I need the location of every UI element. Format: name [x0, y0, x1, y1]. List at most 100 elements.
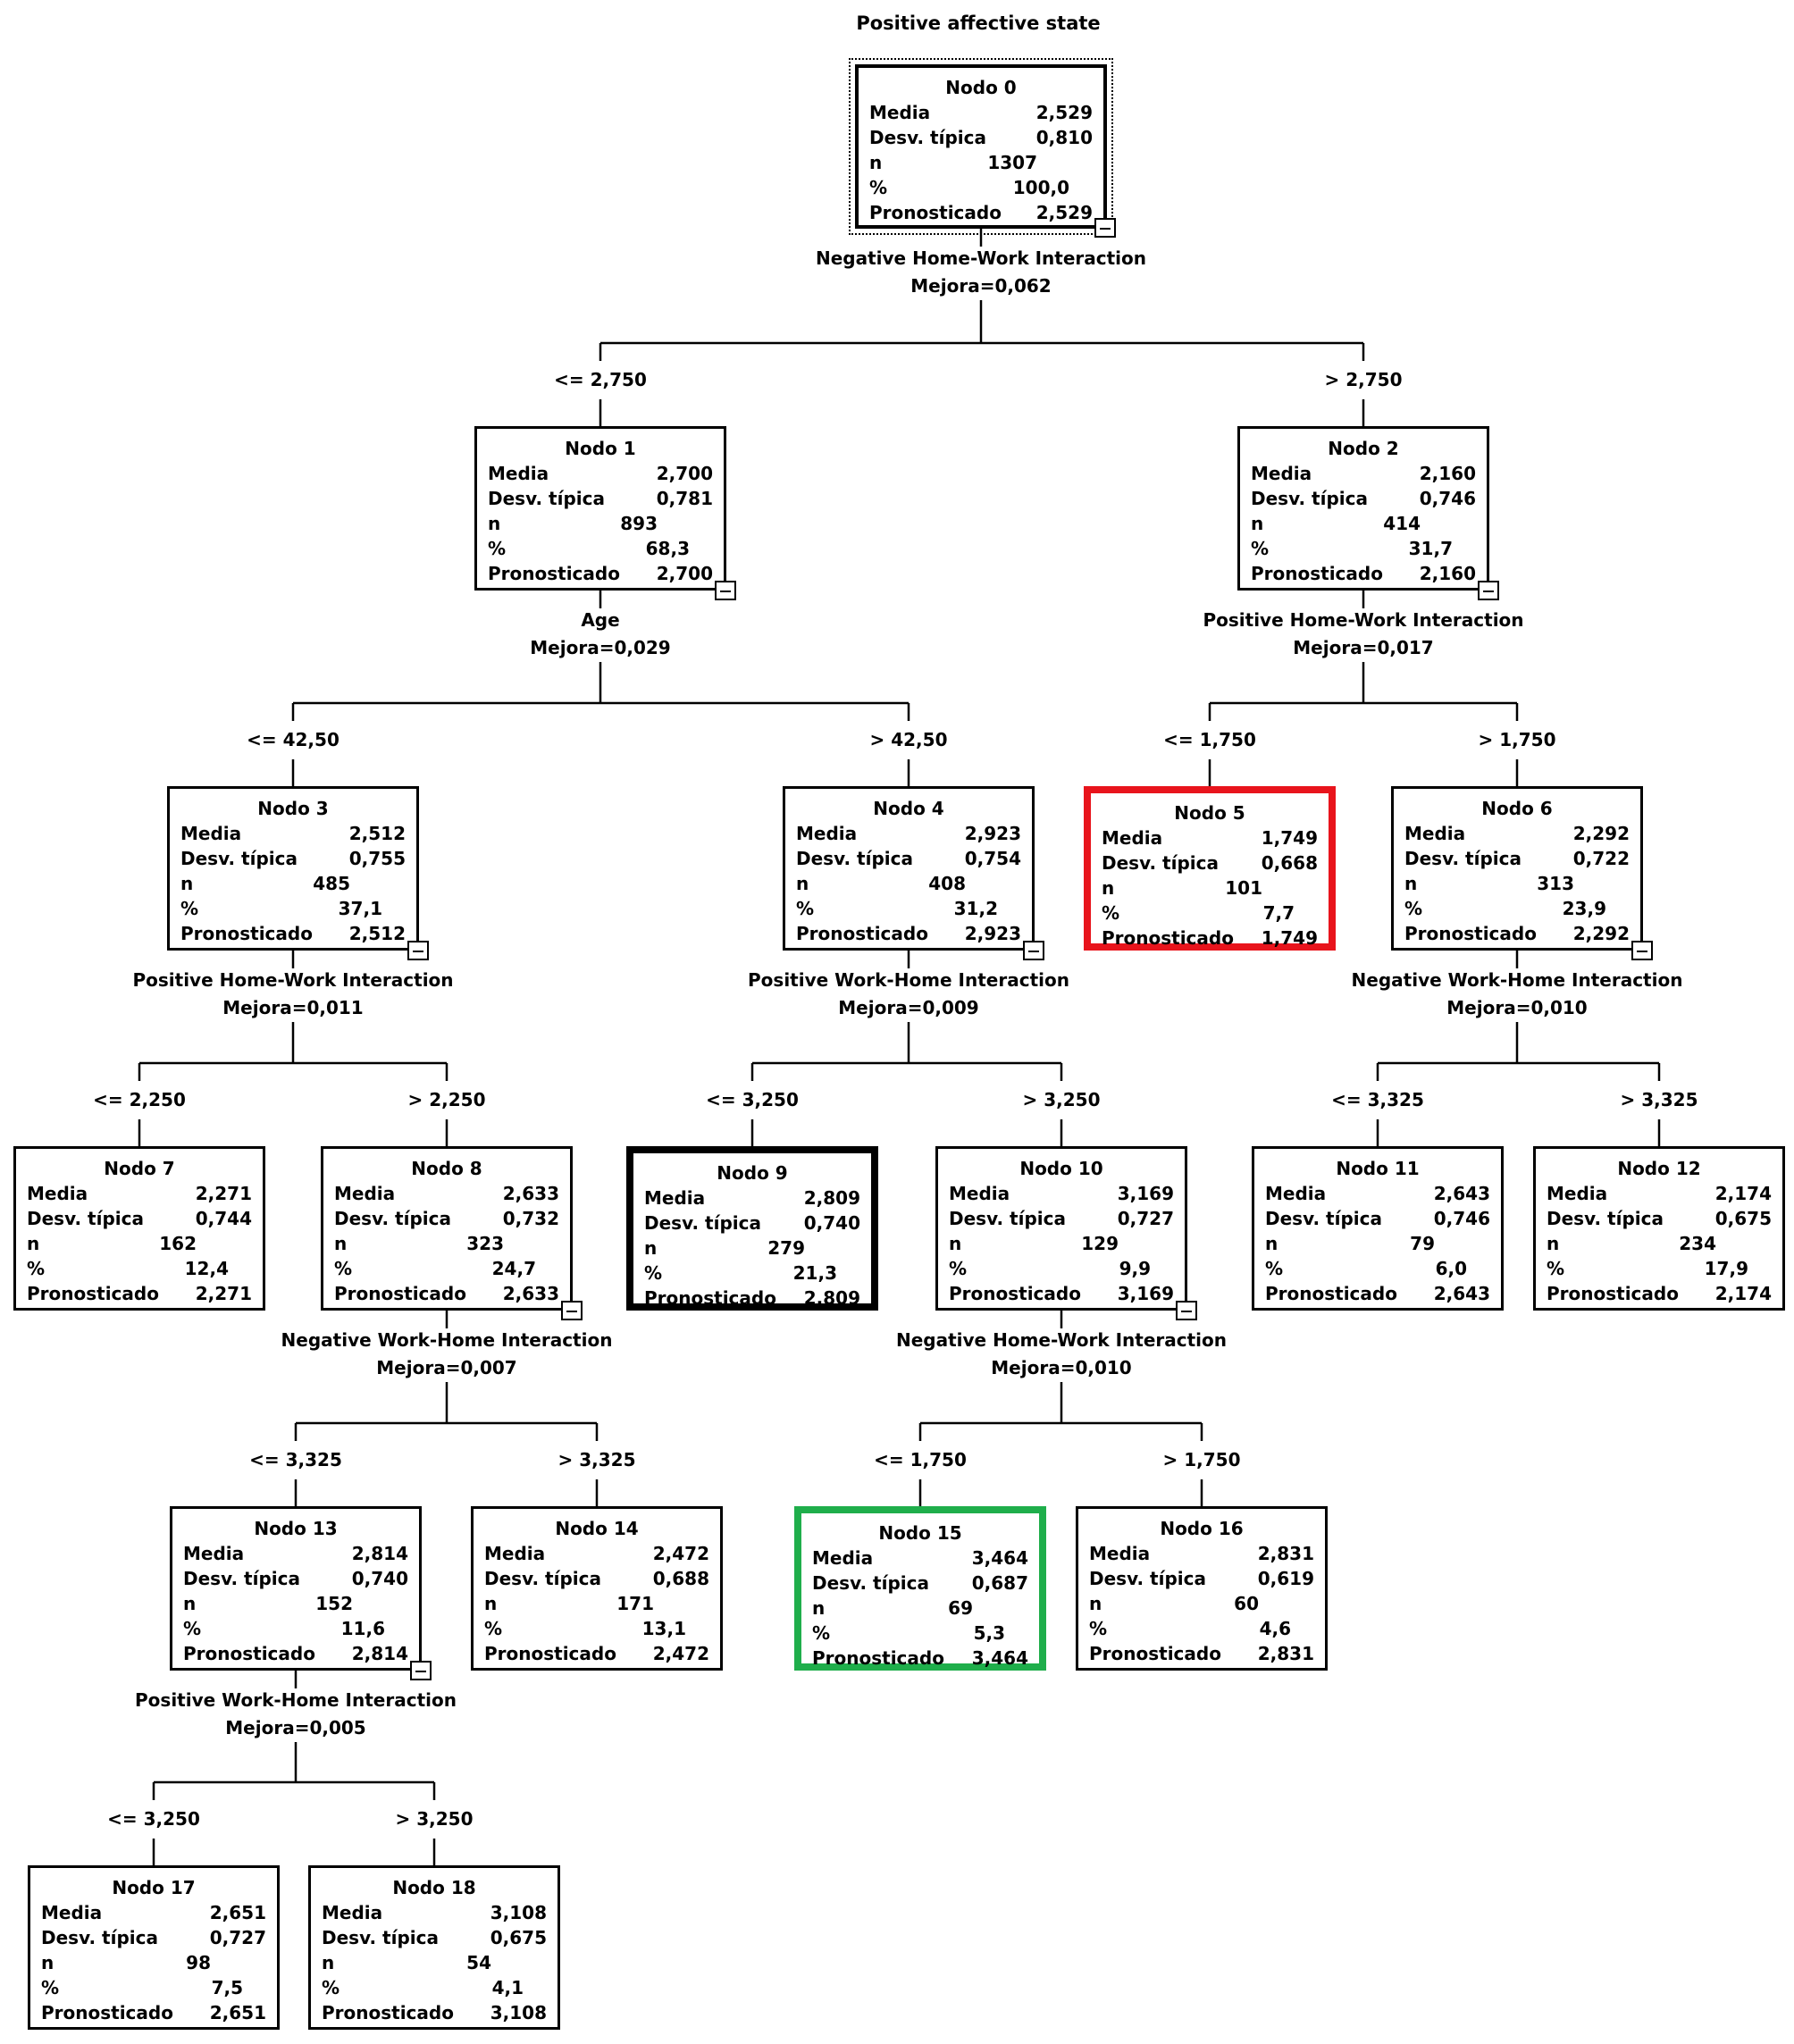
node-row-pron: Pronosticado 2,160: [1251, 561, 1476, 586]
node-value-pct: 37,1: [338, 898, 382, 919]
node-value-pron: 2,512: [348, 923, 406, 944]
node-value-desv: 0,732: [502, 1208, 559, 1229]
node-title: Nodo 3: [257, 798, 329, 819]
branch-condition-right: > 3,250: [395, 1808, 474, 1830]
collapse-toggle-icon[interactable]: [1631, 941, 1653, 960]
node-row-pct: %31,2: [796, 896, 1021, 921]
collapse-toggle-icon[interactable]: [561, 1301, 583, 1320]
node-label-pron: Pronosticado: [27, 1283, 159, 1304]
node-label-desv: Desv. típica: [41, 1927, 158, 1948]
node-label-n: n: [180, 873, 194, 894]
collapse-toggle-icon[interactable]: [410, 1661, 432, 1680]
node-value-n: 54: [466, 1952, 491, 1973]
split-variable: Negative Work-Home Interaction: [281, 1329, 613, 1351]
node-label-n: n: [322, 1952, 335, 1973]
branch-condition-left: <= 42,50: [247, 729, 340, 750]
node-value-media: 2,174: [1714, 1183, 1772, 1204]
split-variable: Negative Home-Work Interaction: [815, 247, 1146, 269]
node-value-pron: 2,160: [1419, 563, 1476, 584]
collapse-toggle-icon[interactable]: [715, 581, 736, 600]
collapse-toggle-icon[interactable]: [1478, 581, 1499, 600]
node-value-media: 2,809: [803, 1187, 860, 1209]
split-improvement: Mejora=0,007: [376, 1357, 517, 1378]
node-label-pct: %: [869, 177, 888, 198]
node-value-pct: 13,1: [641, 1618, 686, 1639]
node-row-pct: %5,3: [812, 1621, 1028, 1646]
node-value-media: 2,700: [656, 463, 713, 484]
split-variable: Positive Home-Work Interaction: [1203, 609, 1524, 631]
node-label-pron: Pronosticado: [1547, 1283, 1679, 1304]
node-label-desv: Desv. típica: [1089, 1568, 1206, 1589]
node-label-n: n: [1251, 513, 1264, 534]
collapse-toggle-icon[interactable]: [1176, 1301, 1197, 1320]
node-value-media: 2,271: [195, 1183, 252, 1204]
node-value-n: 279: [767, 1237, 805, 1259]
node-value-pct: 12,4: [184, 1258, 229, 1279]
node-title: Nodo 6: [1481, 798, 1553, 819]
node-label-n: n: [334, 1233, 348, 1254]
node-label-desv: Desv. típica: [796, 848, 913, 869]
node-label-desv: Desv. típica: [484, 1568, 601, 1589]
collapse-toggle-icon[interactable]: [407, 941, 429, 960]
node-value-desv: 0,744: [195, 1208, 252, 1229]
node-value-pct: 7,5: [211, 1977, 243, 1998]
node-value-media: 3,108: [490, 1902, 547, 1923]
node-value-desv: 0,688: [652, 1568, 709, 1589]
node-value-n: 1307: [987, 152, 1037, 173]
node-value-n: 152: [315, 1593, 353, 1614]
node-label-media: Media: [334, 1183, 396, 1204]
node-label-desv: Desv. típica: [183, 1568, 300, 1589]
node-value-pron: 2,923: [964, 923, 1021, 944]
branch-condition-right: > 3,325: [1620, 1089, 1698, 1110]
node-label-pron: Pronosticado: [1251, 563, 1383, 584]
node-label-pct: %: [1102, 902, 1120, 924]
node-label-desv: Desv. típica: [334, 1208, 451, 1229]
node-value-media: 2,923: [964, 823, 1021, 844]
node-row-pct: %13,1: [484, 1616, 709, 1641]
node-value-media: 2,529: [1035, 102, 1093, 123]
collapse-toggle-icon[interactable]: [1023, 941, 1044, 960]
node-label-pct: %: [322, 1977, 340, 1998]
node-value-n: 313: [1537, 873, 1574, 894]
node-label-media: Media: [1404, 823, 1466, 844]
node-label-n: n: [41, 1952, 54, 1973]
node-label-pron: Pronosticado: [949, 1283, 1081, 1304]
node-value-n: 101: [1225, 877, 1262, 899]
split-improvement: Mejora=0,010: [1446, 997, 1588, 1018]
node-value-pron: 2,809: [803, 1287, 860, 1309]
node-label-n: n: [869, 152, 883, 173]
node-label-pct: %: [183, 1618, 202, 1639]
branch-condition-right: > 42,50: [869, 729, 948, 750]
split-improvement: Mejora=0,005: [225, 1717, 366, 1738]
collapse-toggle-icon[interactable]: [1094, 218, 1116, 238]
node-label-pct: %: [180, 898, 199, 919]
